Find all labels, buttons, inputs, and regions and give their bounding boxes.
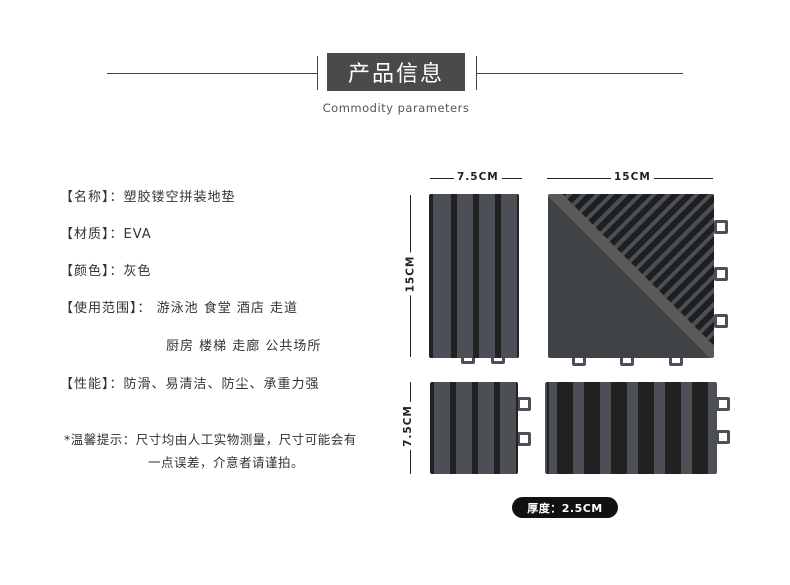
spec-label: 【颜色】：: [60, 264, 124, 279]
tile-connector: [517, 397, 531, 411]
tile-connector: [716, 430, 730, 444]
note-line-2: 一点误差，介意者请谨拍。: [148, 455, 305, 470]
spec-name: 【名称】：塑胶镂空拼装地垫: [60, 186, 236, 205]
dim-left-tall: 15CM: [404, 252, 417, 296]
tile-connector: [716, 397, 730, 411]
spec-color: 【颜色】：灰色: [60, 260, 152, 279]
section-subtitle: Commodity parameters: [322, 101, 470, 115]
spec-material: 【材质】：EVA: [60, 223, 152, 242]
divider-right: [477, 73, 683, 74]
spec-performance: 【性能】：防滑、易清洁、防尘、承重力强: [60, 373, 320, 392]
spec-value: 塑胶镂空拼装地垫: [123, 190, 236, 205]
tile-half-long: [429, 194, 519, 358]
spec-label: 【使用范围】：: [60, 301, 152, 316]
spec-label: 【材质】：: [60, 227, 124, 242]
spec-label: 【名称】：: [60, 190, 124, 205]
tile-full-square: [548, 194, 714, 358]
tile-half-wide: [545, 382, 717, 474]
spec-label: 【性能】：: [60, 377, 124, 392]
tile-connector: [714, 220, 728, 234]
divider-left: [107, 73, 318, 74]
divider-bar-left: [317, 56, 318, 90]
dim-left-short: 7.5CM: [401, 402, 414, 450]
thickness-badge: 厚度：2.5CM: [512, 497, 618, 518]
spec-value: 防滑、易清洁、防尘、承重力强: [123, 377, 320, 392]
tile-connector: [714, 314, 728, 328]
divider-bar-right: [476, 56, 477, 90]
spec-value: EVA: [123, 227, 152, 242]
tile-quarter: [430, 382, 518, 474]
tile-connector: [517, 432, 531, 446]
spec-value: 游泳池 食堂 酒店 走道: [156, 301, 299, 316]
spec-usage: 【使用范围】： 游泳池 食堂 酒店 走道: [60, 297, 298, 316]
spec-usage-cont: 厨房 楼梯 走廊 公共场所: [166, 339, 322, 354]
spec-value: 灰色: [123, 264, 152, 279]
dim-top-small: 7.5CM: [454, 171, 502, 183]
tile-connector: [714, 267, 728, 281]
section-title: 产品信息: [327, 53, 465, 91]
note-line-1: *温馨提示：尺寸均由人工实物测量，尺寸可能会有: [64, 432, 357, 447]
dim-top-large: 15CM: [611, 171, 654, 183]
